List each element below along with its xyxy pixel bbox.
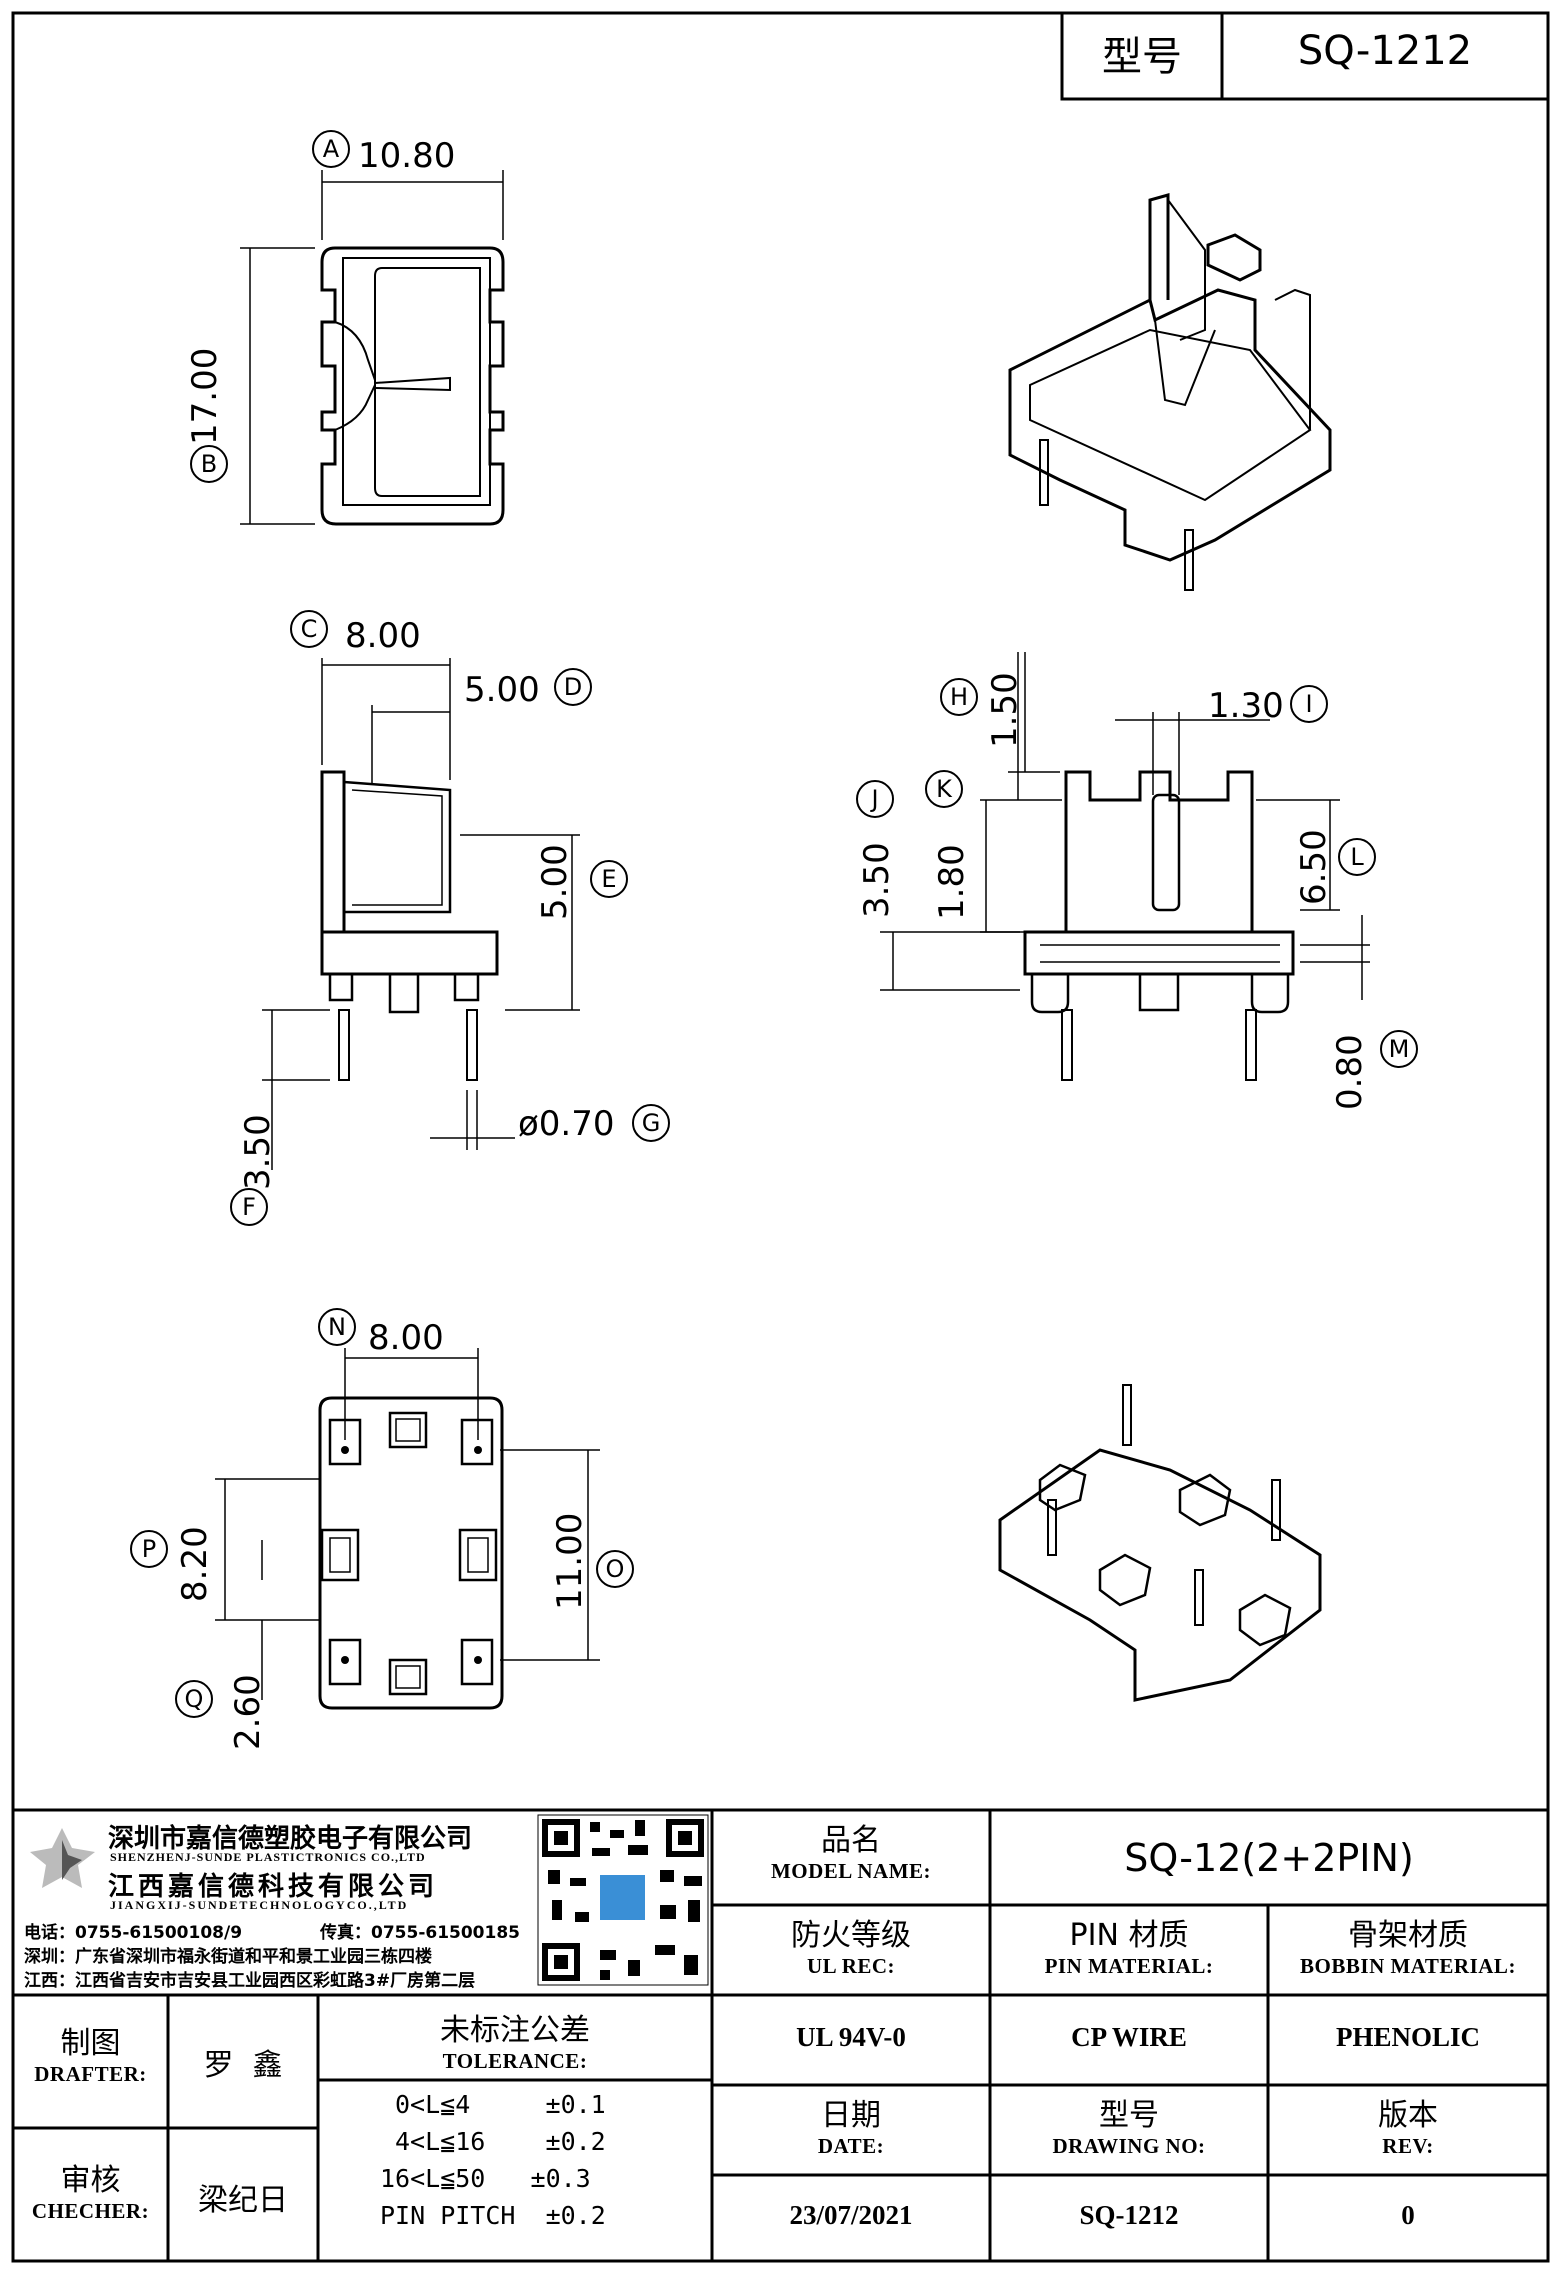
tolerance-row-4: PIN PITCH ±0.2 [380, 2201, 606, 2230]
company-fax: 传真：0755-61500185 [320, 1923, 520, 1943]
dim-tag-N: N [318, 1308, 356, 1346]
tolerance-row-1: 0<L≦4 ±0.1 [395, 2090, 606, 2119]
dim-tag-D: D [554, 668, 592, 706]
dim-tag-F: F [230, 1188, 268, 1226]
dim-value-P: 8.20 [175, 1526, 215, 1602]
dim-value-D: 5.00 [464, 670, 540, 710]
ul-label-cn: 防火等级 [791, 1918, 911, 1953]
dim-tag-M: M [1380, 1030, 1418, 1068]
checker-value: 梁纪日 [198, 2183, 288, 2218]
drawing-no-value: SQ-1212 [1079, 2200, 1179, 2230]
model-name-label-cn: 品名 [821, 1823, 881, 1858]
ul-value: UL 94V-0 [796, 2022, 906, 2052]
dim-tag-I: I [1290, 685, 1328, 723]
bobbin-material-label: 骨架材质 BOBBIN MATERIAL: [1268, 1910, 1548, 1979]
rev-label-en: REV: [1382, 2134, 1434, 2158]
dim-value-J: 3.50 [857, 842, 897, 918]
dim-tag-O: O [596, 1550, 634, 1588]
date-label-en: DATE: [817, 2134, 885, 2158]
drafter-label-en: DRAFTER: [34, 2062, 147, 2086]
dim-value-Q: 2.60 [228, 1674, 268, 1750]
bobbin-material-value: PHENOLIC [1335, 2022, 1481, 2052]
drafter-label: 制图 DRAFTER: [13, 2018, 168, 2087]
checker-label-cn: 审核 [60, 2163, 121, 2198]
dim-tag-P: P [130, 1530, 168, 1568]
company-name-cn: 深圳市嘉信德塑胶电子有限公司 [108, 1824, 473, 1854]
dim-tag-A: A [312, 130, 350, 168]
pin-material-label: PIN 材质 PIN MATERIAL: [990, 1910, 1268, 1979]
dim-value-A: 10.80 [358, 136, 456, 176]
dim-value-O: 11.00 [550, 1512, 590, 1610]
dim-value-C: 8.00 [345, 616, 421, 656]
company2-name-en: JIANGXIJ-SUNDETECHNOLOGYCO.,LTD [110, 1898, 409, 1912]
dim-value-E: 5.00 [535, 844, 575, 920]
rev-label-cn: 版本 [1378, 2098, 1438, 2133]
pin-material-label-en: PIN MATERIAL: [1044, 1954, 1214, 1978]
ul-label: 防火等级 UL REC: [712, 1910, 990, 1979]
company-address-jiangxi: 江西：江西省吉安市吉安县工业园西区彩虹路3#厂房第二层 [24, 1971, 476, 1991]
date-label: 日期 DATE: [712, 2090, 990, 2159]
model-name-label: 品名 MODEL NAME: [712, 1815, 990, 1884]
drafter-label-cn: 制图 [60, 2026, 121, 2061]
bobbin-material-label-en: BOBBIN MATERIAL: [1300, 1954, 1516, 1978]
dim-tag-C: C [290, 610, 328, 648]
tolerance-label-cn: 未标注公差 [440, 2013, 590, 2048]
tolerance-row-2: 4<L≦16 ±0.2 [395, 2127, 606, 2156]
rev-label: 版本 REV: [1268, 2090, 1548, 2159]
model-name-value: SQ-12(2+2PIN) [1124, 1836, 1414, 1880]
dim-value-F: 3.50 [238, 1114, 278, 1190]
company-name-en: SHENZHENJ-SUNDE PLASTICTRONICS CO.,LTD [110, 1850, 426, 1864]
tolerance-label: 未标注公差 TOLERANCE: [318, 2005, 712, 2074]
dim-value-N: 8.00 [368, 1318, 444, 1358]
header-model-label: 型号 [1102, 34, 1182, 80]
date-value: 23/07/2021 [789, 2200, 913, 2230]
dim-tag-E: E [590, 860, 628, 898]
dim-value-B: 17.00 [185, 347, 225, 445]
company-phone: 电话：0755-61500108/9 [24, 1923, 243, 1943]
header-model-value: SQ-1212 [1297, 28, 1473, 74]
dim-tag-B: B [190, 445, 228, 483]
dim-value-M: 0.80 [1330, 1034, 1370, 1110]
dim-value-G: ø0.70 [518, 1104, 615, 1144]
pin-material-label-cn: PIN 材质 [1069, 1918, 1189, 1953]
rev-value: 0 [1401, 2200, 1415, 2230]
drawing-no-label-cn: 型号 [1099, 2098, 1159, 2133]
bobbin-material-label-cn: 骨架材质 [1348, 1918, 1468, 1953]
company2-name-cn: 江西嘉信德科技有限公司 [108, 1872, 439, 1902]
tolerance-row-3: 16<L≦50 ±0.3 [380, 2164, 591, 2193]
drawing-no-label-en: DRAWING NO: [1052, 2134, 1206, 2158]
dim-tag-H: H [940, 678, 978, 716]
dim-value-I: 1.30 [1208, 686, 1284, 726]
checker-label: 审核 CHECHER: [13, 2155, 168, 2224]
drawing-no-label: 型号 DRAWING NO: [990, 2090, 1268, 2159]
dim-tag-Q: Q [175, 1680, 213, 1718]
company-address-shenzhen: 深圳：广东省深圳市福永街道和平和景工业园三栋四楼 [24, 1947, 432, 1967]
checker-label-en: CHECHER: [31, 2199, 150, 2223]
dim-tag-G: G [632, 1104, 670, 1142]
dim-tag-J: J [856, 780, 894, 818]
dim-value-K: 1.80 [932, 844, 972, 920]
model-name-label-en: MODEL NAME: [770, 1859, 932, 1883]
drafter-value: 罗 鑫 [203, 2048, 283, 2083]
dim-tag-K: K [925, 770, 963, 808]
pin-material-value: CP WIRE [1071, 2022, 1187, 2052]
ul-label-en: UL REC: [806, 1954, 896, 1978]
dim-value-L: 6.50 [1294, 829, 1334, 905]
dim-tag-L: L [1338, 838, 1376, 876]
dim-value-H: 1.50 [985, 672, 1025, 748]
date-label-cn: 日期 [821, 2098, 881, 2133]
tolerance-label-en: TOLERANCE: [442, 2049, 588, 2073]
